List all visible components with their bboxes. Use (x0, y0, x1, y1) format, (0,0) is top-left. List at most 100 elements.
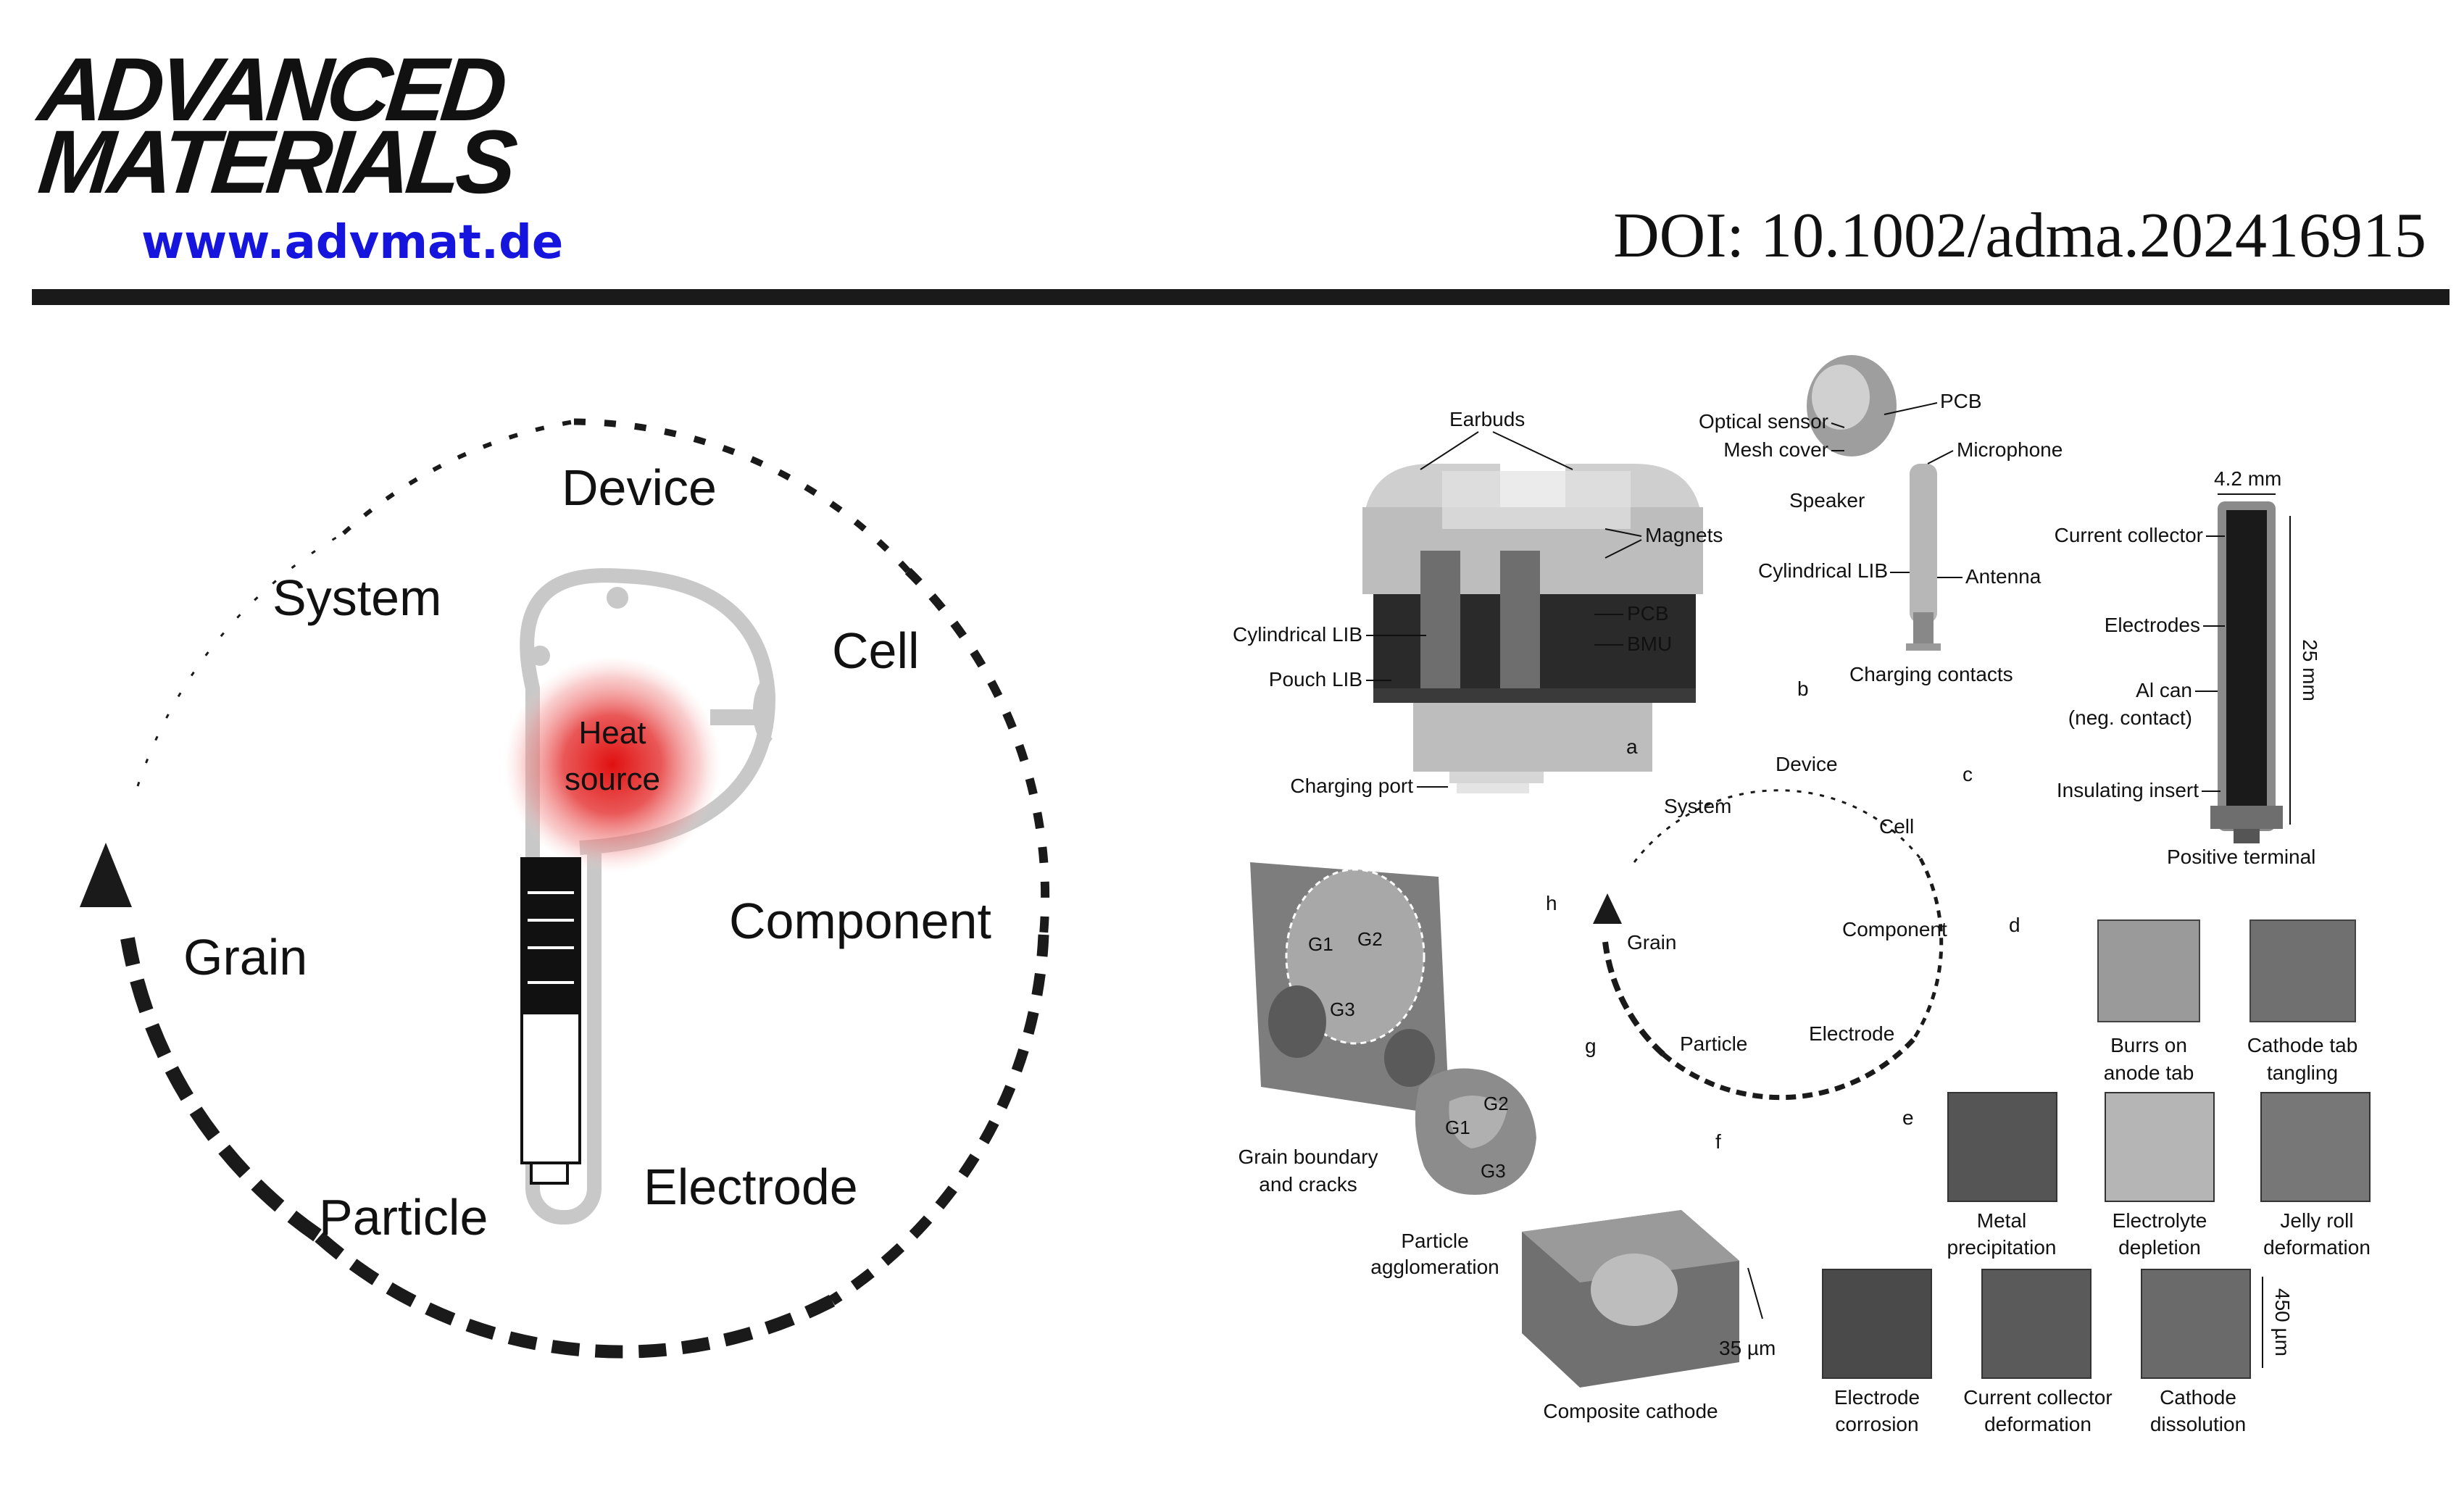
panel-letter-b: b (1797, 677, 1809, 700)
image-metal-precipitation (1947, 1092, 2057, 1202)
cycle-level-cell: Cell (1879, 815, 1914, 838)
grain-id-g2-g: G2 (1483, 1093, 1509, 1114)
grain-id-g3-h: G3 (1330, 998, 1355, 1020)
left-level-device: Device (562, 459, 717, 516)
left-level-component: Component (729, 893, 991, 949)
panel-a-charging-case (1362, 464, 1703, 793)
cycle-segment-7 (120, 937, 322, 1242)
label-burrs-2: anode tab (2104, 1061, 2194, 1084)
grain-id-g1-h: G1 (1308, 933, 1333, 955)
label-grain-boundary-2: and cracks (1259, 1173, 1357, 1196)
label-35-um: 35 µm (1719, 1337, 1776, 1359)
label-positive-terminal: Positive terminal (2167, 846, 2315, 868)
image-electrolyte-depletion (2105, 1092, 2215, 1202)
label-jelly-roll-2: deformation (2263, 1236, 2371, 1259)
label-particle-2: agglomeration (1370, 1256, 1499, 1278)
label-tab-tangling-1: Cathode tab (2247, 1034, 2358, 1056)
cycle-level-component: Component (1842, 918, 1947, 940)
label-cc-deformation-2: deformation (1984, 1413, 2092, 1435)
label-optical-sensor: Optical sensor (1699, 410, 1828, 433)
battery-icon-charge (522, 859, 580, 1014)
label-jelly-roll-1: Jelly roll (2280, 1209, 2353, 1232)
cycle-segment-3 (573, 418, 911, 574)
cycle-dashed-ring (120, 418, 1050, 1359)
cycle-level-system: System (1664, 795, 1731, 817)
label-tab-tangling-2: tangling (2267, 1061, 2338, 1084)
cycle-level-grain: Grain (1627, 931, 1676, 954)
label-earbuds: Earbuds (1449, 408, 1525, 430)
label-electrodes: Electrodes (2105, 614, 2200, 636)
label-pouch-lib: Pouch LIB (1269, 668, 1362, 691)
panel-g-particle (1415, 1068, 1536, 1195)
cycle-level-device: Device (1776, 753, 1838, 775)
panel-letter-h: h (1546, 892, 1557, 914)
image-electrode-corrosion (1822, 1269, 1932, 1379)
panel-c-cell-xray (2210, 501, 2283, 843)
label-corrosion-1: Electrode (1834, 1386, 1920, 1409)
label-antenna: Antenna (1965, 565, 2041, 588)
label-mesh-cover: Mesh cover (1723, 438, 1828, 461)
cycle-segment-6 (313, 1230, 836, 1359)
panel-b-earbud (1807, 355, 1941, 651)
label-height: 25 mm (2299, 639, 2321, 701)
label-pcb-b: PCB (1940, 390, 1982, 412)
doi-label: DOI: 10.1002/adma.202416915 (1613, 201, 2426, 271)
grain-id-g1-g: G1 (1445, 1117, 1470, 1138)
cycle-arrowhead (80, 843, 132, 907)
header-rule (32, 289, 2450, 305)
left-level-grain: Grain (183, 929, 307, 985)
label-neg-contact: (neg. contact) (2068, 706, 2192, 729)
label-dissolution-1: Cathode (2160, 1386, 2236, 1409)
label-electrolyte-1: Electrolyte (2113, 1209, 2207, 1232)
image-cathode-dissolution (2141, 1269, 2251, 1379)
left-level-system: System (272, 570, 441, 626)
image-cathode-tab-tangling (2249, 919, 2356, 1022)
image-current-collector-deformation (1981, 1269, 2092, 1379)
label-450-um: 450 µm (2271, 1288, 2294, 1356)
cycle-segment-2 (341, 420, 575, 535)
image-burrs-anode-tab (2097, 919, 2200, 1022)
panel-letter-e: e (1902, 1106, 1914, 1129)
panel-f-composite-cathode (1522, 1210, 1739, 1388)
label-dissolution-2: dissolution (2150, 1413, 2246, 1435)
cycle-small-ring (1602, 789, 1944, 1101)
label-charging-port: Charging port (1290, 775, 1413, 797)
label-cc-deformation-1: Current collector (1963, 1386, 2112, 1409)
right-figure: Earbuds Magnets Cylindrical LIB PCB BMU … (1233, 355, 2371, 1435)
left-level-electrode: Electrode (644, 1159, 858, 1215)
label-microphone: Microphone (1957, 438, 2063, 461)
panel-h-grain-micrograph (1250, 862, 1449, 1116)
cycle-segment-4 (904, 567, 1050, 935)
label-electrolyte-2: depletion (2118, 1236, 2201, 1259)
image-jelly-roll-deformation (2260, 1092, 2371, 1202)
label-al-can: Al can (2136, 679, 2192, 701)
left-level-cell: Cell (832, 622, 920, 679)
label-insulating-insert: Insulating insert (2057, 779, 2199, 801)
panel-letter-a: a (1626, 735, 1638, 758)
panel-letter-c: c (1963, 763, 1973, 785)
cycle-small-arrowhead (1593, 893, 1622, 924)
label-width: 4.2 mm (2214, 467, 2281, 490)
label-magnets: Magnets (1645, 524, 1723, 546)
label-charging-contacts: Charging contacts (1849, 663, 2013, 685)
label-pcb-a: PCB (1627, 602, 1669, 625)
label-cylindrical-lib-a: Cylindrical LIB (1233, 623, 1362, 646)
journal-url[interactable]: www.advmat.de (141, 216, 564, 270)
panel-letter-g: g (1585, 1035, 1597, 1057)
journal-header: ADVANCED MATERIALS www.advmat.de DOI: 10… (0, 0, 2464, 312)
cycle-segment-5 (828, 934, 1049, 1306)
panel-letter-d: d (2009, 914, 2020, 936)
label-corrosion-2: corrosion (1835, 1413, 1918, 1435)
label-cylindrical-lib-b: Cylindrical LIB (1758, 559, 1888, 582)
label-current-collector: Current collector (2055, 524, 2203, 546)
label-particle-1: Particle (1401, 1230, 1468, 1252)
label-speaker: Speaker (1789, 489, 1865, 512)
panel-letter-f: f (1715, 1130, 1721, 1153)
left-level-particle: Particle (319, 1189, 488, 1246)
earbud-illustration (504, 568, 776, 1225)
label-burrs-1: Burrs on (2110, 1034, 2187, 1056)
heat-source-glow (504, 656, 721, 873)
label-metal-precip-1: Metal (1977, 1209, 2026, 1232)
battery-icon-terminal (530, 1161, 569, 1185)
heat-source-label-1: Heat (579, 715, 646, 751)
